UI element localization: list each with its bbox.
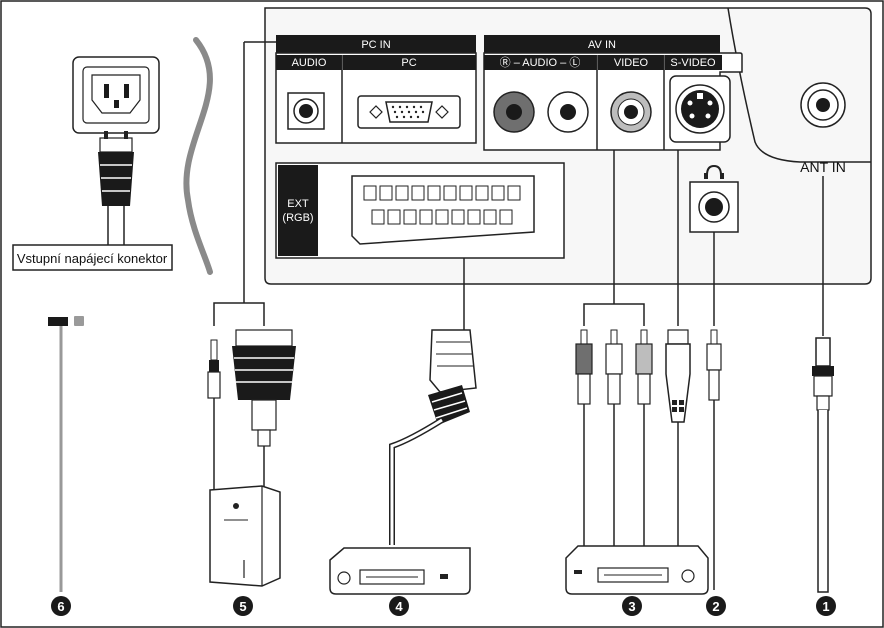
antenna-cable-group: [812, 176, 834, 593]
ext-label: EXT: [287, 198, 309, 210]
kensington-lock: [48, 316, 84, 592]
badge-1: 1: [816, 596, 836, 616]
badge-2: 2: [706, 596, 726, 616]
svg-text:4: 4: [395, 599, 403, 614]
svg-text:5: 5: [239, 599, 246, 614]
av-cable-group: [565, 150, 709, 595]
rca-plug-yellow: [635, 329, 653, 555]
pc-in-section: PC IN AUDIO PC: [275, 35, 477, 144]
separator-curve: [183, 37, 213, 275]
pc-cable-group: [207, 41, 296, 587]
badge-3: 3: [622, 596, 642, 616]
svideo-plug: [665, 329, 691, 548]
scart-cable-group: [329, 258, 477, 595]
rca-plug-red: [575, 329, 593, 555]
svg-text:1: 1: [822, 599, 829, 614]
badge-4: 4: [389, 596, 409, 616]
svideo-label: S-VIDEO: [670, 57, 716, 69]
badge-5: 5: [233, 596, 253, 616]
svideo-jack: [669, 75, 731, 143]
rca-plug-white: [605, 329, 623, 555]
av-video-jack: [610, 91, 652, 133]
headphone-cable-group: [706, 232, 722, 590]
headphone-icon: [706, 164, 722, 176]
av-device: [565, 545, 709, 595]
pc-audio-jack: [287, 92, 325, 130]
power-label: Vstupní napájecí konektor: [17, 251, 168, 266]
lock-icon: [74, 316, 84, 326]
power-connector: Vstupní napájecí konektor: [12, 56, 173, 271]
pc-tower: [209, 485, 281, 587]
av-audio-right-jack: [493, 91, 535, 133]
audio-label: AUDIO: [292, 57, 327, 69]
av-in-label: AV IN: [588, 39, 616, 51]
ant-in-label: ANT IN: [800, 159, 846, 175]
av-in-section: AV IN Ⓡ – AUDIO – Ⓛ VIDEO S-VIDEO: [483, 35, 743, 151]
headphone-jack: [689, 164, 739, 233]
svg-text:3: 3: [628, 599, 635, 614]
av-audio-left-jack: [547, 91, 589, 133]
audio-rl-label: Ⓡ – AUDIO – Ⓛ: [500, 56, 581, 69]
badge-6: 6: [51, 596, 71, 616]
svg-text:2: 2: [712, 599, 719, 614]
scart-device: [329, 547, 471, 595]
ant-in-connector: ANT IN: [800, 82, 846, 175]
ext-rgb-section: EXT (RGB): [275, 162, 565, 259]
svg-text:6: 6: [57, 599, 64, 614]
ext-rgb-label: (RGB): [282, 212, 313, 224]
pc-label: PC: [401, 57, 416, 69]
pc-vga-port: [357, 95, 461, 129]
video-label: VIDEO: [614, 57, 649, 69]
pc-in-label: PC IN: [361, 39, 390, 51]
scart-port: [351, 175, 535, 245]
panel-divider: [727, 7, 871, 163]
